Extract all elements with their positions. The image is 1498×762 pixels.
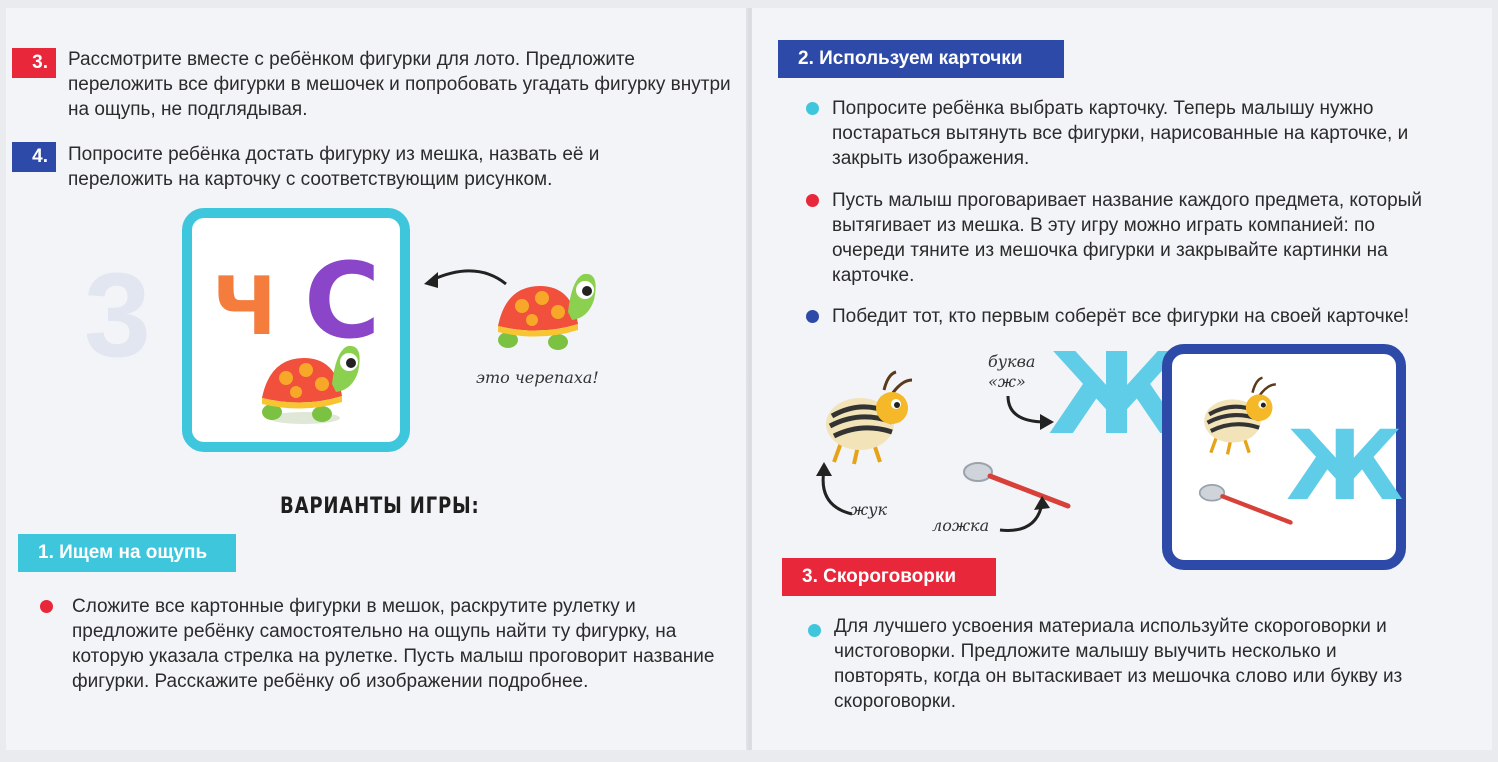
beetle-icon: [1200, 376, 1280, 456]
curved-arrow-icon: [808, 460, 858, 520]
page-fold: [746, 8, 754, 750]
section-2-bullet-1: Попросите ребёнка выбрать карточку. Тепе…: [832, 98, 1409, 169]
step-3-text: Рассмотрите вместе с ребёнком фигурки дл…: [68, 49, 731, 120]
bullet-dot: [808, 624, 821, 637]
lotto-card-zh: Ж: [1162, 344, 1406, 570]
bullet-dot: [806, 310, 819, 323]
left-page: 3 3. Рассмотрите вместе с ребёнком фигур…: [6, 8, 748, 750]
bleed-through-digit: 3: [84, 248, 151, 382]
step-4-text: Попросите ребёнка достать фигурку из меш…: [68, 144, 600, 190]
section-2-bullet-2: Пусть малыш проговаривает название каждо…: [832, 190, 1422, 286]
spoon-caption: ложка: [932, 516, 990, 535]
turtle-caption: это черепаха!: [476, 368, 599, 387]
variants-title: ВАРИАНТЫ ИГРЫ:: [280, 494, 480, 519]
bullet-dot: [40, 600, 53, 613]
step-4-badge: 4.: [12, 142, 56, 172]
spoon-icon: [1198, 482, 1294, 528]
beetle-icon: [822, 370, 916, 466]
section-3-text: Для лучшего усвоения материала используй…: [834, 616, 1403, 712]
beetle-caption: жук: [850, 500, 888, 519]
turtle-icon: [484, 260, 602, 356]
card-letter-s: С: [304, 240, 381, 362]
section-2-bullet-3: Победит тот, кто первым соберёт все фигу…: [832, 306, 1410, 327]
letter-caption-word: буква: [988, 352, 1036, 371]
card-letter-ch: Ч: [212, 260, 277, 353]
step-3-badge: 3.: [12, 48, 56, 78]
letter-caption-letter: «ж»: [988, 372, 1026, 391]
curved-arrow-icon: [996, 494, 1056, 538]
card-letter-zh: Ж: [1286, 410, 1404, 522]
turtle-icon: [252, 332, 362, 428]
curved-arrow-icon: [998, 392, 1058, 432]
section-1-header: 1. Ищем на ощупь: [18, 534, 236, 572]
section-2-header: 2. Используем карточки: [778, 40, 1064, 78]
spoon-icon: [962, 460, 1072, 512]
bullet-dot: [806, 194, 819, 207]
right-page: 2. Используем карточки Попросите ребёнка…: [752, 8, 1492, 750]
bullet-dot: [806, 102, 819, 115]
section-1-text: Сложите все картонные фигурки в мешок, р…: [72, 596, 715, 692]
lotto-card: Ч С: [182, 208, 410, 452]
section-3-header: 3. Скороговорки: [782, 558, 996, 596]
arrow-to-card-icon: [420, 262, 510, 302]
